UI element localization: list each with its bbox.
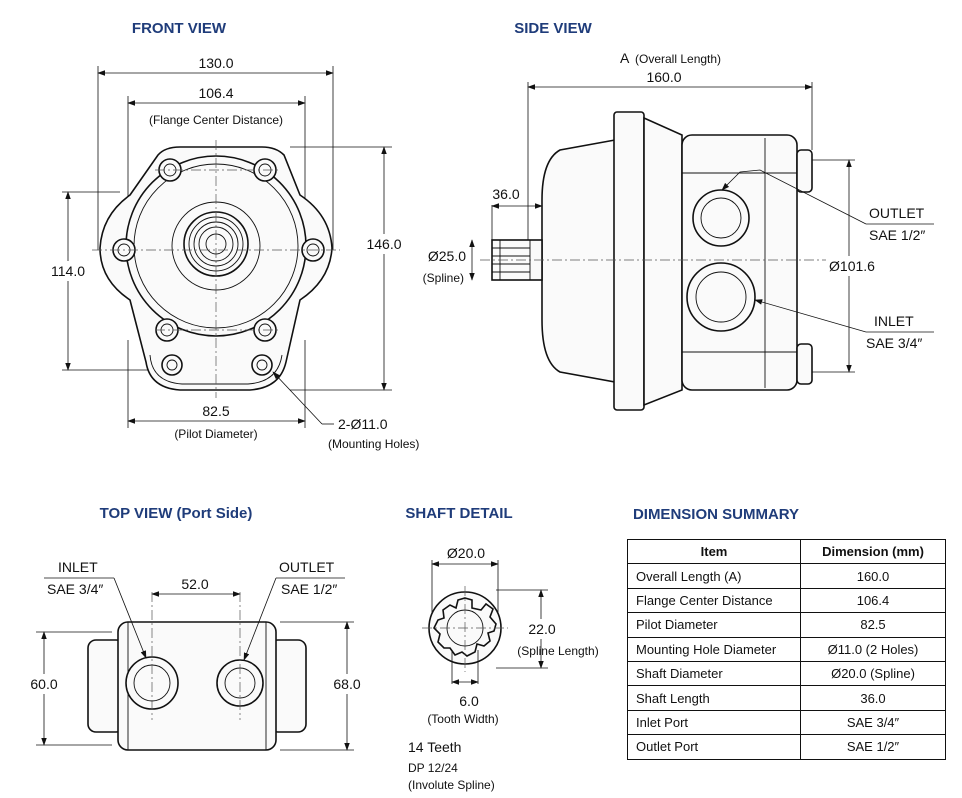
table-header-item: Item xyxy=(627,538,801,565)
table-cell-value: Ø20.0 (Spline) xyxy=(800,660,946,687)
table-cell-item: Outlet Port xyxy=(627,734,801,760)
top-body xyxy=(117,621,277,751)
side-inlet-label: INLET xyxy=(874,313,914,329)
spline-type: (Involute Spline) xyxy=(408,778,495,792)
side-front-cap xyxy=(541,139,616,383)
overall-length-note: (Overall Length) xyxy=(635,52,721,66)
side-view: SIDE VIEW A (Overall Length) 160.0 xyxy=(423,20,934,411)
side-inlet-size: SAE 3/4″ xyxy=(866,335,922,351)
teeth-count: 14 Teeth xyxy=(408,739,461,755)
overall-width-dim: 130.0 xyxy=(198,55,233,71)
top-outlet-label: OUTLET xyxy=(279,559,335,575)
table-cell-value: 106.4 xyxy=(800,587,946,614)
table-header-row: Item Dimension (mm) xyxy=(627,538,946,565)
dimension-summary-table: Item Dimension (mm) Overall Length (A)16… xyxy=(627,538,946,760)
pilot-note: (Pilot Diameter) xyxy=(174,427,257,441)
table-cell-value: 160.0 xyxy=(800,563,946,589)
top-inlet-label: INLET xyxy=(58,559,98,575)
side-inlet-port xyxy=(686,262,756,332)
table-cell-value: Ø11.0 (2 Holes) xyxy=(800,636,946,662)
shaft-detail-dia-dim: Ø20.0 xyxy=(447,545,485,561)
bolt-height-dim: 114.0 xyxy=(51,263,85,279)
top-view-title: TOP VIEW (Port Side) xyxy=(100,505,253,522)
side-outlet-size: SAE 1/2″ xyxy=(869,227,925,243)
mounting-holes-note: (Mounting Holes) xyxy=(328,437,419,451)
table-cell-value: SAE 1/2″ xyxy=(800,734,946,760)
summary-title: DIMENSION SUMMARY xyxy=(633,506,799,523)
spline-length-dim: 22.0 xyxy=(528,621,555,637)
side-outlet-label: OUTLET xyxy=(869,205,925,221)
shaft-length-dim: 36.0 xyxy=(492,186,519,202)
table-cell-item: Shaft Diameter xyxy=(627,660,801,687)
shaft-dia-dim: Ø25.0 xyxy=(428,248,466,264)
table-cell-value: SAE 3/4″ xyxy=(800,709,946,736)
table-cell-item: Flange Center Distance xyxy=(627,587,801,614)
side-flange xyxy=(613,111,645,411)
top-outlet-size: SAE 1/2″ xyxy=(281,581,337,597)
table-cell-value: 82.5 xyxy=(800,612,946,638)
table-cell-value: 36.0 xyxy=(800,685,946,711)
front-view-title: FRONT VIEW xyxy=(132,20,227,37)
tooth-width-dim: 6.0 xyxy=(459,693,479,709)
side-view-title: SIDE VIEW xyxy=(514,20,592,37)
height-dim: 146.0 xyxy=(366,236,401,252)
flange-center-dim: 106.4 xyxy=(198,85,233,101)
diametral-pitch: DP 12/24 xyxy=(408,761,458,775)
pilot-dim: 82.5 xyxy=(202,403,229,419)
shaft-detail-title: SHAFT DETAIL xyxy=(405,505,512,522)
table-cell-item: Shaft Length xyxy=(627,685,801,711)
table-header-dimension: Dimension (mm) xyxy=(800,538,946,565)
top-view: TOP VIEW (Port Side) 52.0 INLET SAE 3/4″… xyxy=(24,505,367,751)
table-row: Overall Length (A)160.0 xyxy=(627,563,946,589)
table-cell-item: Inlet Port xyxy=(627,709,801,736)
overall-length-label: A xyxy=(620,50,630,66)
table-cell-item: Mounting Hole Diameter xyxy=(627,636,801,662)
table-cell-item: Overall Length (A) xyxy=(627,563,801,589)
flange-center-note: (Flange Center Distance) xyxy=(149,113,283,127)
top-left-height-dim: 60.0 xyxy=(30,676,57,692)
top-inlet-size: SAE 3/4″ xyxy=(47,581,103,597)
front-bolt-holes xyxy=(112,158,325,376)
front-view: FRONT VIEW xyxy=(46,20,419,451)
tooth-width-note: (Tooth Width) xyxy=(427,712,498,726)
table-cell-item: Pilot Diameter xyxy=(627,612,801,638)
shaft-dia-note: (Spline) xyxy=(423,271,464,285)
shaft-detail: SHAFT DETAIL Ø20.0 22.0 (Spline Length) … xyxy=(405,505,598,792)
port-spacing-dim: 52.0 xyxy=(181,576,208,592)
top-right-height-dim: 68.0 xyxy=(333,676,360,692)
spline-length-note: (Spline Length) xyxy=(517,644,598,658)
mounting-holes-dim: 2-Ø11.0 xyxy=(338,416,388,432)
body-dia-dim: Ø101.6 xyxy=(829,258,875,274)
overall-length-dim: 160.0 xyxy=(646,69,681,85)
